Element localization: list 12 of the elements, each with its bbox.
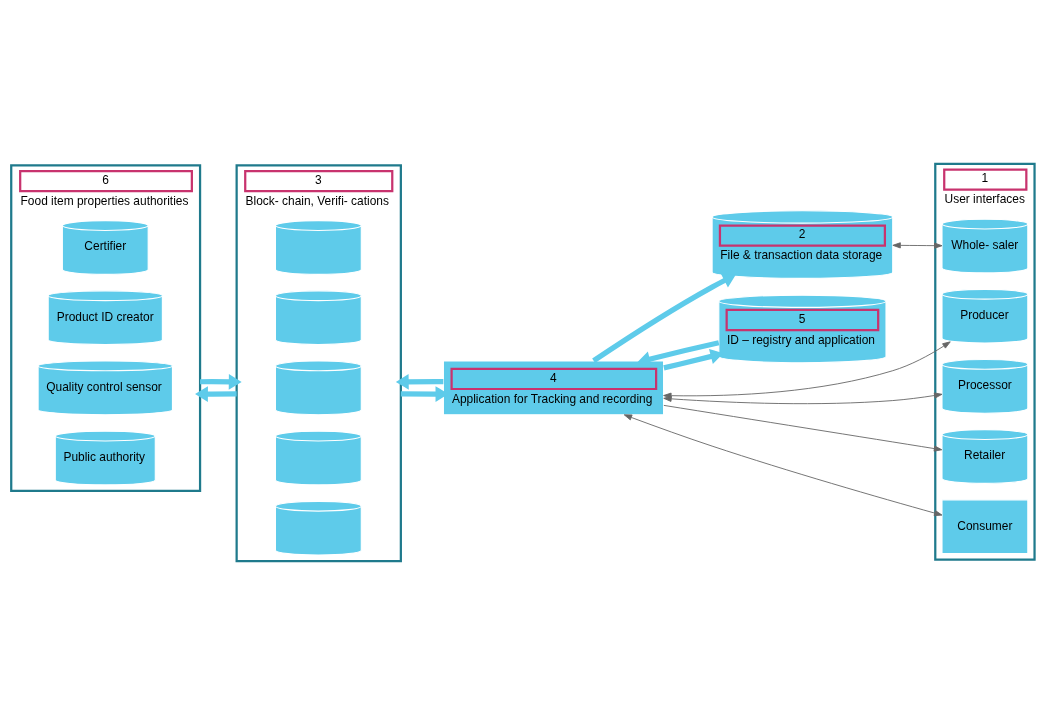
arrow [195, 386, 237, 402]
arrow [200, 373, 242, 390]
arrow [892, 242, 943, 249]
arrow [663, 404, 943, 452]
node-box: 4 Application for Tracking and recording [442, 360, 665, 416]
arrow [663, 341, 951, 399]
arrow [663, 392, 943, 405]
arrow [623, 414, 943, 517]
arrow [592, 273, 736, 363]
cluster: 3 Block- chain, Verifi- cations [235, 164, 402, 563]
node-box: Consumer [941, 499, 1029, 555]
arrow [395, 374, 444, 390]
